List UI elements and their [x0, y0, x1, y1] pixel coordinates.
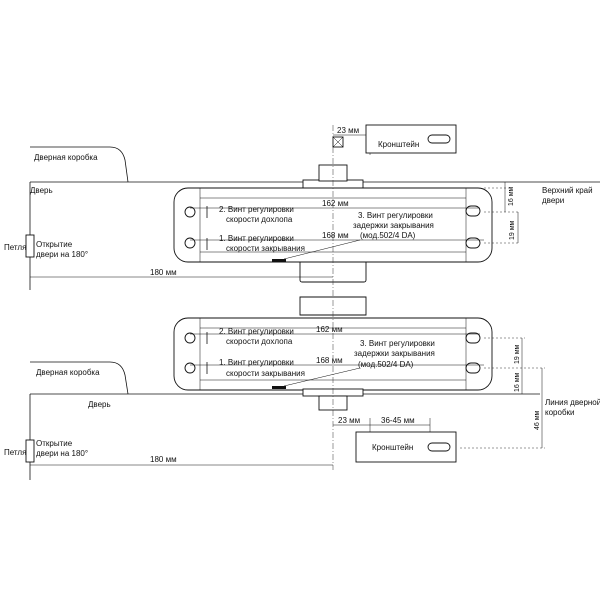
- hinge-icon-b: [25, 439, 35, 463]
- screw1-label-2: скорости закрывания: [226, 244, 305, 253]
- screw3-label-1-b: 3. Винт регулировки: [360, 339, 435, 348]
- dim-162-label-b: 162 мм: [316, 325, 343, 334]
- dim-16-label: 16 мм: [508, 186, 515, 206]
- door-frame-label-b: Дверная коробка: [36, 368, 100, 377]
- bottom-diagram: 162 мм 168 мм 2. Винт регулировки скорос…: [4, 300, 600, 480]
- dim-36-45-label: 36-45 мм: [381, 416, 415, 425]
- dim-168-label-b: 168 мм: [316, 356, 343, 365]
- top-edge-label-2: двери: [542, 196, 564, 205]
- dim-23-label-b: 23 мм: [338, 416, 360, 425]
- dim-23-label: 23 мм: [337, 126, 359, 135]
- screw2-label-2-b: скорости дохлопа: [226, 337, 293, 346]
- screw-hole-right-top: [465, 205, 481, 217]
- top-diagram: Дверная коробка Дверь Петля Открытие две…: [4, 124, 600, 300]
- hinge-icon: [25, 234, 35, 258]
- bracket-label: Кронштейн: [378, 140, 419, 149]
- screw1-label-1-b: 1. Винт регулировки: [219, 358, 294, 367]
- dim-19-label: 19 мм: [509, 220, 516, 240]
- valve-3-marker-b: [272, 386, 286, 389]
- frame-line-label-1: Линия дверной: [545, 398, 600, 407]
- screw2-label-1: 2. Винт регулировки: [219, 205, 294, 214]
- door-frame-label: Дверная коробка: [34, 153, 98, 162]
- open-label-2: двери на 180°: [36, 250, 88, 259]
- screw3-leader-b: [283, 367, 361, 387]
- screw-hole-left-top: [184, 206, 196, 218]
- open-label-1-b: Открытие: [36, 439, 73, 448]
- bracket-slot-b: [427, 442, 451, 452]
- valve-3-marker: [272, 259, 286, 262]
- hinge-label-b: Петля: [4, 448, 26, 457]
- screw3-label-2-b: задержки закрывания: [354, 349, 435, 358]
- dim-180-label-b: 180 мм: [150, 455, 177, 464]
- dim-162-label: 162 мм: [322, 199, 349, 208]
- dim-16-label-b: 16 мм: [514, 372, 521, 392]
- frame-line-label-2: коробки: [545, 408, 575, 417]
- screw2-label-2: скорости дохлопа: [226, 215, 293, 224]
- bracket-label-b: Кронштейн: [372, 443, 413, 452]
- screw-hole-right-bottom: [465, 237, 481, 249]
- open-label-2-b: двери на 180°: [36, 449, 88, 458]
- screw-hole-right-top-b: [465, 332, 481, 344]
- screw3-label-1: 3. Винт регулировки: [358, 211, 433, 220]
- door-frame-outline: [30, 146, 129, 183]
- hinge-label: Петля: [4, 243, 26, 252]
- screw2-label-1-b: 2. Винт регулировки: [219, 327, 294, 336]
- door-label: Дверь: [30, 186, 53, 195]
- screw3-leader: [283, 239, 361, 260]
- screw3-label-2: задержки закрывания: [353, 221, 434, 230]
- screw3-label-3-b: (мод.502/4 DA): [358, 360, 414, 369]
- screw-hole-left-bottom-b: [184, 362, 196, 374]
- screw-hole-left-top-b: [184, 332, 196, 344]
- screw-hole-left-bottom: [184, 237, 196, 249]
- open-label-1: Открытие: [36, 240, 73, 249]
- pinion-square-x2: [332, 136, 344, 148]
- screw1-label-2-b: скорости закрывания: [226, 369, 305, 378]
- top-edge-label-1: Верхний край: [542, 186, 593, 195]
- screw3-label-3: (мод.502/4 DA): [360, 231, 416, 240]
- dim-168-label: 168 мм: [322, 231, 349, 240]
- screw-hole-right-bottom-b: [465, 362, 481, 374]
- bracket-slot: [427, 134, 451, 144]
- door-frame-outline-b: [30, 361, 129, 395]
- dim-19-label-b: 19 мм: [514, 344, 521, 364]
- screw1-label-1: 1. Винт регулировки: [219, 234, 294, 243]
- door-label-b: Дверь: [88, 400, 111, 409]
- dim-46-label-b: 46 мм: [534, 410, 541, 430]
- dim-180-label: 180 мм: [150, 268, 177, 277]
